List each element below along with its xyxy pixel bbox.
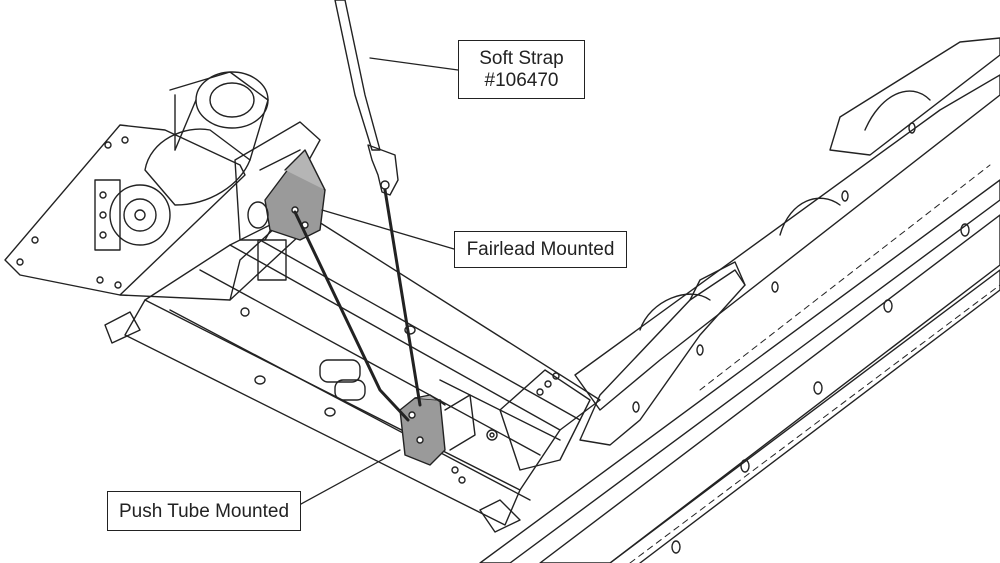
leader-push-tube bbox=[289, 449, 401, 511]
callout-soft-strap-line1: Soft Strap bbox=[479, 48, 564, 69]
blade-cutting-edge bbox=[609, 269, 1000, 563]
plow-blade bbox=[479, 37, 1000, 563]
strap-line-to-fairlead bbox=[383, 188, 422, 407]
strap-line-to-pushtube bbox=[293, 210, 410, 422]
leader-fairlead bbox=[321, 209, 455, 250]
blade-pivot-bracket bbox=[579, 269, 746, 446]
winch-gearbox bbox=[109, 184, 171, 246]
callout-push-tube-label: Push Tube Mounted bbox=[118, 501, 290, 522]
winch bbox=[94, 71, 269, 251]
leader-lines bbox=[289, 57, 459, 511]
callout-fairlead-label: Fairlead Mounted bbox=[466, 239, 615, 260]
callout-push-tube-mounted: Push Tube Mounted bbox=[107, 491, 301, 531]
blade-top-rail bbox=[574, 74, 1000, 411]
frame-right-rail bbox=[229, 209, 601, 431]
blade-rib bbox=[639, 293, 711, 331]
blade-rib bbox=[779, 197, 841, 236]
callout-soft-strap-line2: #106470 bbox=[484, 70, 559, 91]
strap-upper bbox=[334, 0, 381, 151]
blade-upper-edge bbox=[829, 37, 1000, 156]
mount-plate bbox=[4, 124, 246, 296]
blade-face bbox=[539, 214, 1000, 563]
callout-soft-strap: Soft Strap #106470 bbox=[458, 40, 585, 99]
strap-hook bbox=[367, 144, 399, 196]
blade-bolt-holes bbox=[632, 122, 970, 554]
blade-rib bbox=[864, 90, 931, 131]
blade-lower-rail bbox=[479, 179, 1000, 563]
leader-soft-strap bbox=[369, 57, 459, 71]
push-tube-bracket bbox=[399, 394, 476, 466]
fairlead-bracket bbox=[247, 149, 326, 241]
callout-fairlead-mounted: Fairlead Mounted bbox=[454, 231, 627, 268]
soft-strap bbox=[293, 0, 422, 422]
winch-motor-end bbox=[195, 71, 269, 129]
